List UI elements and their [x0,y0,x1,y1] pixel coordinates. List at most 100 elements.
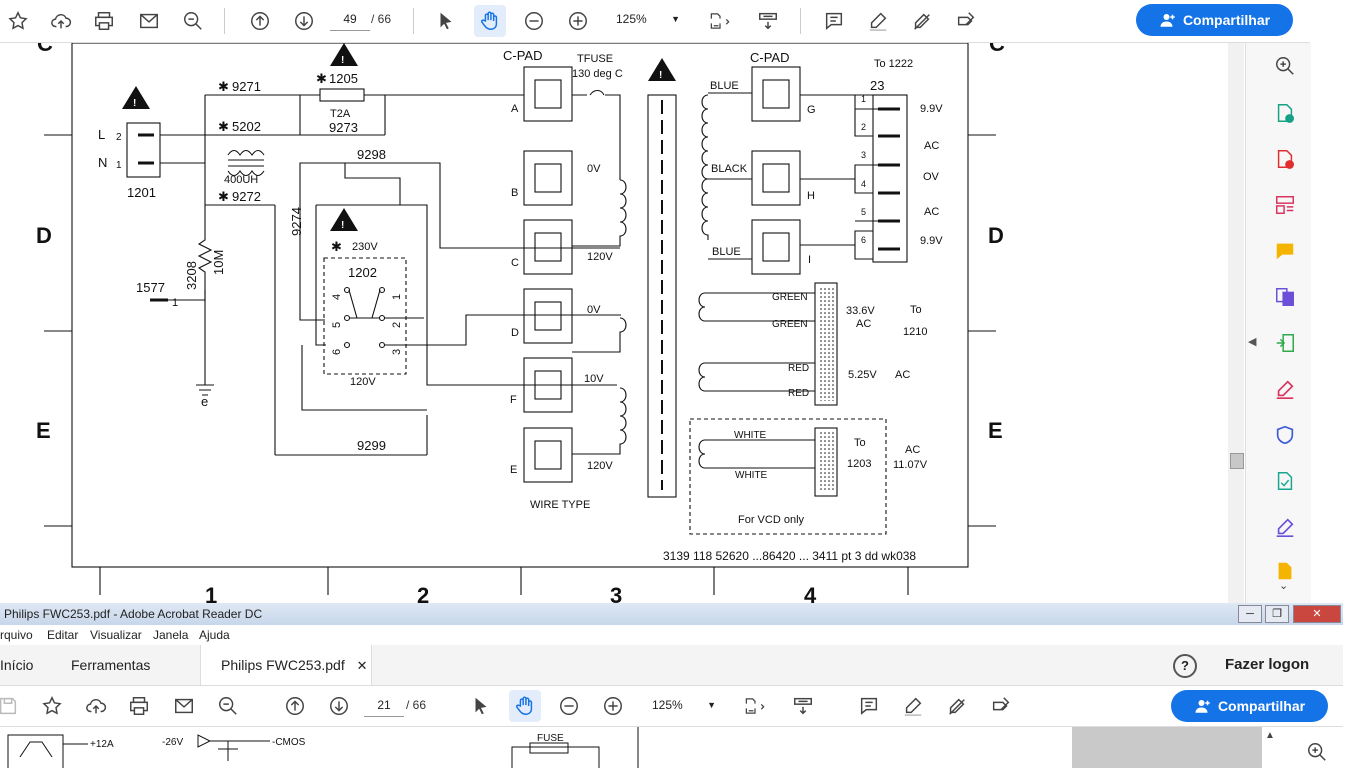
share-button[interactable]: Compartilhar [1171,690,1328,722]
menu-help[interactable]: Ajuda [199,628,230,642]
next-page-icon[interactable] [323,690,355,722]
menu-window[interactable]: Janela [153,628,189,642]
zoom-in-icon[interactable] [562,5,594,37]
highlight-pen-icon[interactable] [897,690,929,722]
zoom-search-icon[interactable] [1306,741,1328,768]
svg-text:G: G [807,104,816,116]
zoom-search-icon[interactable] [1272,53,1298,79]
svg-text:1: 1 [391,294,403,300]
organize-pages-icon[interactable] [1272,192,1298,218]
svg-text:✱: ✱ [218,189,229,204]
divider [800,8,801,34]
scroll-mode-icon[interactable] [752,5,784,37]
bookmark-star-icon[interactable] [2,5,34,37]
document-page-preview[interactable]: +12A -26V -CMOS FUSE ▲ [0,727,1343,768]
page-number-input[interactable]: 49 [330,8,370,31]
page-fit-icon[interactable] [735,690,775,722]
svg-text:11.07V: 11.07V [893,459,928,471]
zoom-level-select[interactable]: 125% ▼ [616,8,680,30]
document-page[interactable]: !!!! D D E E 1 2 3 4 C C L N 2 1 1201 ✱9 [0,43,1230,603]
comment-icon[interactable] [818,5,850,37]
svg-text:9271: 9271 [232,79,261,94]
border-number: 4 [804,583,817,603]
combine-files-icon[interactable] [1272,284,1298,310]
restore-icon[interactable]: ❐ [1265,605,1289,623]
svg-text:To 1222: To 1222 [874,58,913,70]
print-icon[interactable] [88,5,120,37]
svg-text:D: D [511,327,519,339]
fill-sign-icon[interactable] [950,5,982,37]
mail-icon[interactable] [133,5,165,37]
scroll-mode-icon[interactable] [787,690,819,722]
svg-text:130 deg C: 130 deg C [572,68,623,80]
svg-text:BLUE: BLUE [712,246,741,258]
protect-shield-icon[interactable] [1272,422,1298,448]
bookmark-star-icon[interactable] [36,690,68,722]
previous-page-icon[interactable] [244,5,276,37]
svg-text:9274: 9274 [289,207,304,236]
next-page-icon[interactable] [288,5,320,37]
draw-sign-icon[interactable] [941,690,973,722]
zoom-search-icon[interactable] [177,5,209,37]
share-button-label: Compartilhar [1182,12,1271,28]
previous-page-icon[interactable] [279,690,311,722]
svg-text:C-PAD: C-PAD [750,50,789,65]
vertical-scrollbar[interactable] [1228,43,1244,603]
scroll-up-arrow-icon[interactable]: ▲ [1265,730,1275,741]
hand-tool-icon[interactable] [474,5,506,37]
svg-text:RED: RED [788,388,809,399]
fill-sign-icon[interactable] [985,690,1017,722]
print-icon[interactable] [123,690,155,722]
comment-icon[interactable] [1272,238,1298,264]
highlight-pen-icon[interactable] [862,5,894,37]
tab-document[interactable]: Philips FWC253.pdf ✕ [200,645,372,685]
border-letter: D [988,223,1004,248]
zoom-out-icon[interactable] [518,5,550,37]
border-number: 1 [205,583,217,603]
create-pdf-icon[interactable] [1272,146,1298,172]
zoom-in-icon[interactable] [597,690,629,722]
zoom-level-select[interactable]: 125% ▼ [652,694,716,716]
select-cursor-icon[interactable] [430,5,462,37]
page-number-input[interactable]: 21 [364,694,404,717]
minimize-icon[interactable]: ─ [1238,605,1262,623]
mail-icon[interactable] [168,690,200,722]
svg-text:120V: 120V [587,251,613,263]
add-user-icon [1160,14,1175,27]
close-icon[interactable]: ✕ [1293,605,1341,623]
page-fit-icon[interactable] [700,5,740,37]
more-tools-icon[interactable] [1272,558,1298,584]
zoom-level-value: 125% [616,12,647,26]
svg-text:-26V: -26V [162,737,183,748]
upload-cloud-icon[interactable] [45,5,77,37]
draw-sign-icon[interactable] [906,5,938,37]
collapse-panel-arrow-icon[interactable]: ◀ [1248,336,1257,348]
svg-text:2: 2 [391,322,403,328]
chevron-down-icon[interactable]: ⌄ [1279,580,1289,592]
upload-cloud-icon[interactable] [80,690,112,722]
scrollbar-thumb[interactable] [1230,453,1244,469]
sign-in-link[interactable]: Fazer logon [1225,656,1310,673]
compress-pdf-icon[interactable] [1272,330,1298,356]
help-icon[interactable]: ? [1173,654,1197,678]
svg-text:B: B [511,187,518,199]
zoom-search-icon[interactable] [212,690,244,722]
comment-icon[interactable] [853,690,885,722]
save-icon[interactable] [0,690,24,722]
select-cursor-icon[interactable] [465,690,497,722]
tab-home[interactable]: Início [0,657,34,673]
svg-text:e: e [201,394,208,409]
menu-edit[interactable]: Editar [47,628,79,642]
close-tab-icon[interactable]: ✕ [356,658,368,673]
menu-file[interactable]: rquivo [0,628,33,642]
export-pdf-icon[interactable] [1272,100,1298,126]
hand-tool-icon[interactable] [509,690,541,722]
share-button[interactable]: Compartilhar [1136,4,1293,36]
zoom-out-icon[interactable] [553,690,585,722]
send-for-review-icon[interactable] [1272,468,1298,494]
menu-view[interactable]: Visualizar [90,628,142,642]
svg-text:6: 6 [331,349,343,355]
tab-tools[interactable]: Ferramentas [71,657,151,673]
request-signature-icon[interactable] [1272,514,1298,540]
fill-sign-icon[interactable] [1272,376,1298,402]
